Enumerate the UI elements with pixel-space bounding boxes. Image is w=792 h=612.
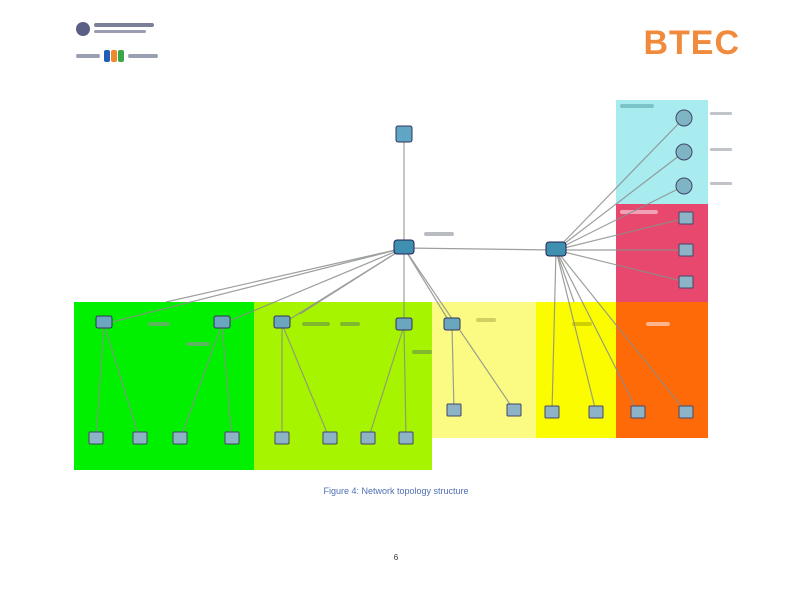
zone-label-bar <box>412 350 432 354</box>
pc-icon <box>88 431 104 445</box>
zone-label-bar <box>572 322 592 326</box>
pc-icon <box>588 405 604 419</box>
server-node-icon <box>675 143 693 161</box>
server-node-icon <box>675 109 693 127</box>
pc-icon <box>630 405 646 419</box>
btec-logo: BTEC <box>643 24 740 62</box>
zone-cyan <box>616 100 708 204</box>
pc-icon <box>544 405 560 419</box>
pc-icon <box>322 431 338 445</box>
pc-icon <box>678 405 694 419</box>
zone-label-bar <box>186 342 210 346</box>
switch-icon <box>273 315 291 329</box>
core-switch-icon <box>393 239 415 255</box>
pc-icon <box>678 275 694 289</box>
device-icons <box>88 109 694 445</box>
switch-icon <box>95 315 113 329</box>
zone-label-bar <box>424 232 454 236</box>
switch-icon <box>443 317 461 331</box>
university-wordmark-line2 <box>94 30 146 33</box>
pc-icon <box>506 403 522 417</box>
pc-icon <box>224 431 240 445</box>
zone-label-bar <box>302 322 330 326</box>
zone-label-bar <box>340 322 360 326</box>
pc-icon <box>132 431 148 445</box>
pc-icon <box>360 431 376 445</box>
pc-icon <box>678 211 694 225</box>
fpt-logo <box>76 50 166 64</box>
pc-icon <box>398 431 414 445</box>
zone-label-bar <box>710 112 732 115</box>
zone-label-bar <box>710 148 732 151</box>
pc-icon <box>274 431 290 445</box>
zone-label-bar <box>710 182 732 185</box>
zone-label-bar <box>646 322 670 326</box>
figure-caption: Figure 4: Network topology structure <box>323 486 469 496</box>
university-crest-icon <box>76 22 90 36</box>
pc-icon <box>172 431 188 445</box>
zone-label-bar <box>620 104 654 108</box>
zone-pink <box>616 204 708 302</box>
university-fpt-logo <box>76 20 166 68</box>
zone-label-bar <box>148 322 170 326</box>
switch-icon <box>395 317 413 331</box>
zone-label-bar <box>620 210 658 214</box>
pc-icon <box>446 403 462 417</box>
server-icon <box>395 125 413 143</box>
pc-icon <box>678 243 694 257</box>
router-icon <box>545 241 567 257</box>
network-links <box>95 117 687 441</box>
switch-icon <box>213 315 231 329</box>
page-number: 6 <box>393 553 399 562</box>
university-wordmark <box>94 23 154 27</box>
zone-label-bar <box>476 318 496 322</box>
server-node-icon <box>675 177 693 195</box>
